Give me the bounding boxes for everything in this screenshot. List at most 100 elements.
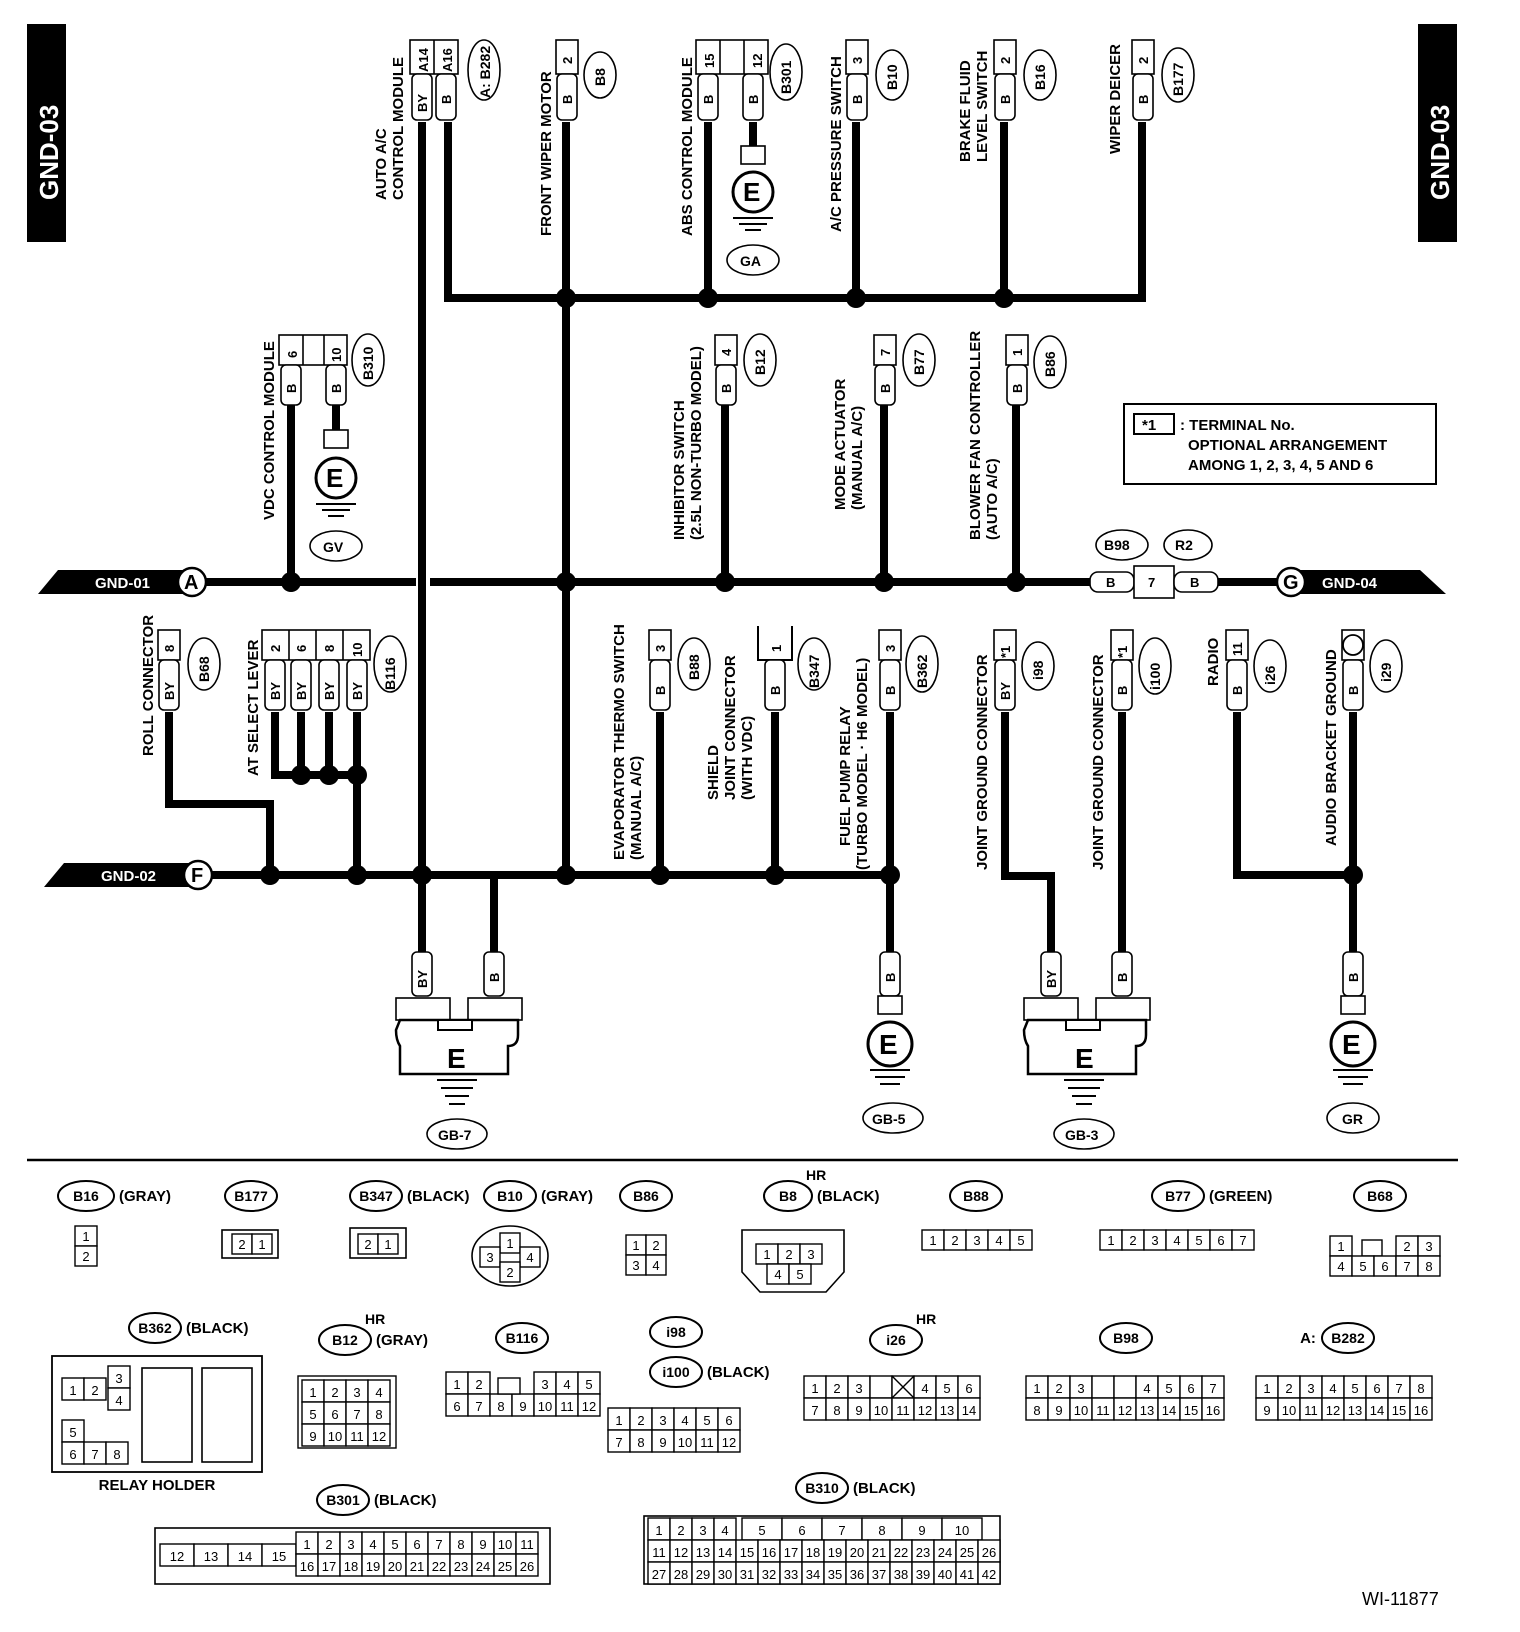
svg-text:4: 4 [1143, 1381, 1150, 1396]
svg-text:26: 26 [520, 1559, 534, 1574]
svg-text:2: 2 [1136, 57, 1151, 64]
svg-text:1: 1 [258, 1237, 265, 1252]
svg-text:25: 25 [498, 1559, 512, 1574]
svg-text:BRAKE FLUID: BRAKE FLUID [957, 60, 974, 162]
svg-text:(BLACK): (BLACK) [374, 1492, 436, 1509]
svg-text:10: 10 [874, 1403, 888, 1418]
svg-text:3: 3 [1077, 1381, 1084, 1396]
svg-text:GR: GR [1342, 1111, 1363, 1127]
svg-text:A: A [184, 572, 198, 594]
component-roll-connector: 8 BY ROLL CONNECTOR B68 [140, 615, 221, 756]
svg-text:3: 3 [1425, 1239, 1432, 1254]
svg-text:22: 22 [432, 1559, 446, 1574]
svg-text:i29: i29 [1378, 662, 1394, 682]
figure-id: WI-11877 [1362, 1589, 1439, 1609]
svg-text:B116: B116 [506, 1330, 539, 1346]
svg-text:B: B [883, 973, 898, 982]
svg-text:6: 6 [453, 1399, 460, 1414]
svg-text:10: 10 [1282, 1403, 1296, 1418]
svg-text:i98: i98 [666, 1324, 686, 1340]
svg-text:1: 1 [1263, 1381, 1270, 1396]
svg-text:4: 4 [774, 1267, 781, 1282]
svg-text:FRONT WIPER MOTOR: FRONT WIPER MOTOR [538, 71, 555, 236]
svg-text:2: 2 [652, 1238, 659, 1253]
component-front-wiper-motor: 2 B FRONT WIPER MOTOR B8 [538, 39, 617, 236]
svg-text:22: 22 [894, 1545, 908, 1560]
svg-text:7: 7 [91, 1447, 98, 1462]
svg-text:8: 8 [162, 645, 177, 652]
svg-text:SHIELD: SHIELD [705, 745, 722, 800]
svg-text:B: B [1115, 686, 1130, 695]
svg-text:1: 1 [655, 1523, 662, 1538]
svg-text:1: 1 [69, 1383, 76, 1398]
svg-text:21: 21 [410, 1559, 424, 1574]
svg-text:B16: B16 [73, 1188, 99, 1204]
terminal-note: *1 : TERMINAL No. OPTIONAL ARRANGEMENT A… [1123, 403, 1437, 485]
svg-text:41: 41 [960, 1567, 974, 1582]
svg-text:4: 4 [995, 1233, 1002, 1248]
svg-text:B8: B8 [779, 1188, 797, 1204]
svg-text:2: 2 [1055, 1381, 1062, 1396]
svg-text:E: E [326, 463, 343, 493]
svg-text:7: 7 [878, 349, 893, 356]
svg-text:5: 5 [943, 1381, 950, 1396]
svg-text:B: B [850, 95, 865, 104]
svg-text:6: 6 [1187, 1381, 1194, 1396]
svg-text:GND-03: GND-03 [1425, 105, 1455, 200]
svg-text:JOINT GROUND CONNECTOR: JOINT GROUND CONNECTOR [974, 654, 991, 870]
svg-text:6: 6 [285, 351, 300, 358]
svg-text:8: 8 [113, 1447, 120, 1462]
svg-text:(BLACK): (BLACK) [853, 1480, 915, 1497]
svg-text:2: 2 [677, 1523, 684, 1538]
svg-text:12: 12 [918, 1403, 932, 1418]
svg-text:B362: B362 [914, 654, 930, 688]
svg-text:11: 11 [520, 1537, 534, 1552]
svg-text:8: 8 [457, 1537, 464, 1552]
component-at-select-lever: 2 6 8 10 BY BY BY BY AT SELECT LEVER B11… [245, 629, 407, 776]
svg-text:LEVEL SWITCH: LEVEL SWITCH [974, 51, 991, 162]
svg-text:BY: BY [350, 682, 365, 700]
svg-text:3: 3 [541, 1377, 548, 1392]
svg-text:14: 14 [238, 1549, 252, 1564]
svg-text:13: 13 [204, 1549, 218, 1564]
svg-text:6: 6 [1217, 1233, 1224, 1248]
svg-text:8: 8 [322, 645, 337, 652]
svg-text:15: 15 [272, 1549, 286, 1564]
svg-text:36: 36 [850, 1567, 864, 1582]
svg-text:i26: i26 [1262, 665, 1278, 685]
svg-text:i100: i100 [662, 1364, 689, 1380]
svg-text:B: B [284, 384, 299, 393]
svg-text:RADIO: RADIO [1205, 637, 1222, 686]
svg-text:4: 4 [721, 1523, 728, 1538]
svg-text:2: 2 [91, 1383, 98, 1398]
svg-text:2: 2 [364, 1237, 371, 1252]
svg-text:8: 8 [1425, 1259, 1432, 1274]
svg-text:3: 3 [115, 1371, 122, 1386]
svg-text:15: 15 [1184, 1403, 1198, 1418]
svg-text:E: E [1342, 1029, 1361, 1060]
svg-text:VDC CONTROL MODULE: VDC CONTROL MODULE [261, 341, 278, 520]
svg-text:3: 3 [1307, 1381, 1314, 1396]
svg-text:B: B [560, 95, 575, 104]
svg-text:3: 3 [699, 1523, 706, 1538]
svg-text:B: B [878, 384, 893, 393]
svg-text:13: 13 [1140, 1403, 1154, 1418]
svg-text:4: 4 [369, 1537, 376, 1552]
svg-text:FUEL PUMP RELAY: FUEL PUMP RELAY [837, 706, 854, 846]
svg-text:5: 5 [309, 1407, 316, 1422]
component-shield-joint-connector: 1 B SHIELD JOINT CONNECTOR (WITH VDC) B3… [705, 626, 831, 800]
svg-text:24: 24 [476, 1559, 490, 1574]
svg-text:E: E [1075, 1043, 1094, 1074]
svg-text:8: 8 [637, 1435, 644, 1450]
component-brake-fluid-level-switch: 2 B BRAKE FLUID LEVEL SWITCH B16 [957, 39, 1057, 162]
svg-text:2: 2 [1285, 1381, 1292, 1396]
svg-text:GB-7: GB-7 [438, 1127, 472, 1143]
svg-text:A16: A16 [440, 48, 455, 72]
svg-text:(BLACK): (BLACK) [407, 1188, 469, 1205]
svg-text:B: B [883, 686, 898, 695]
svg-text:32: 32 [762, 1567, 776, 1582]
svg-text:B68: B68 [196, 656, 212, 682]
component-radio: 11 B RADIO i26 [1205, 629, 1287, 711]
